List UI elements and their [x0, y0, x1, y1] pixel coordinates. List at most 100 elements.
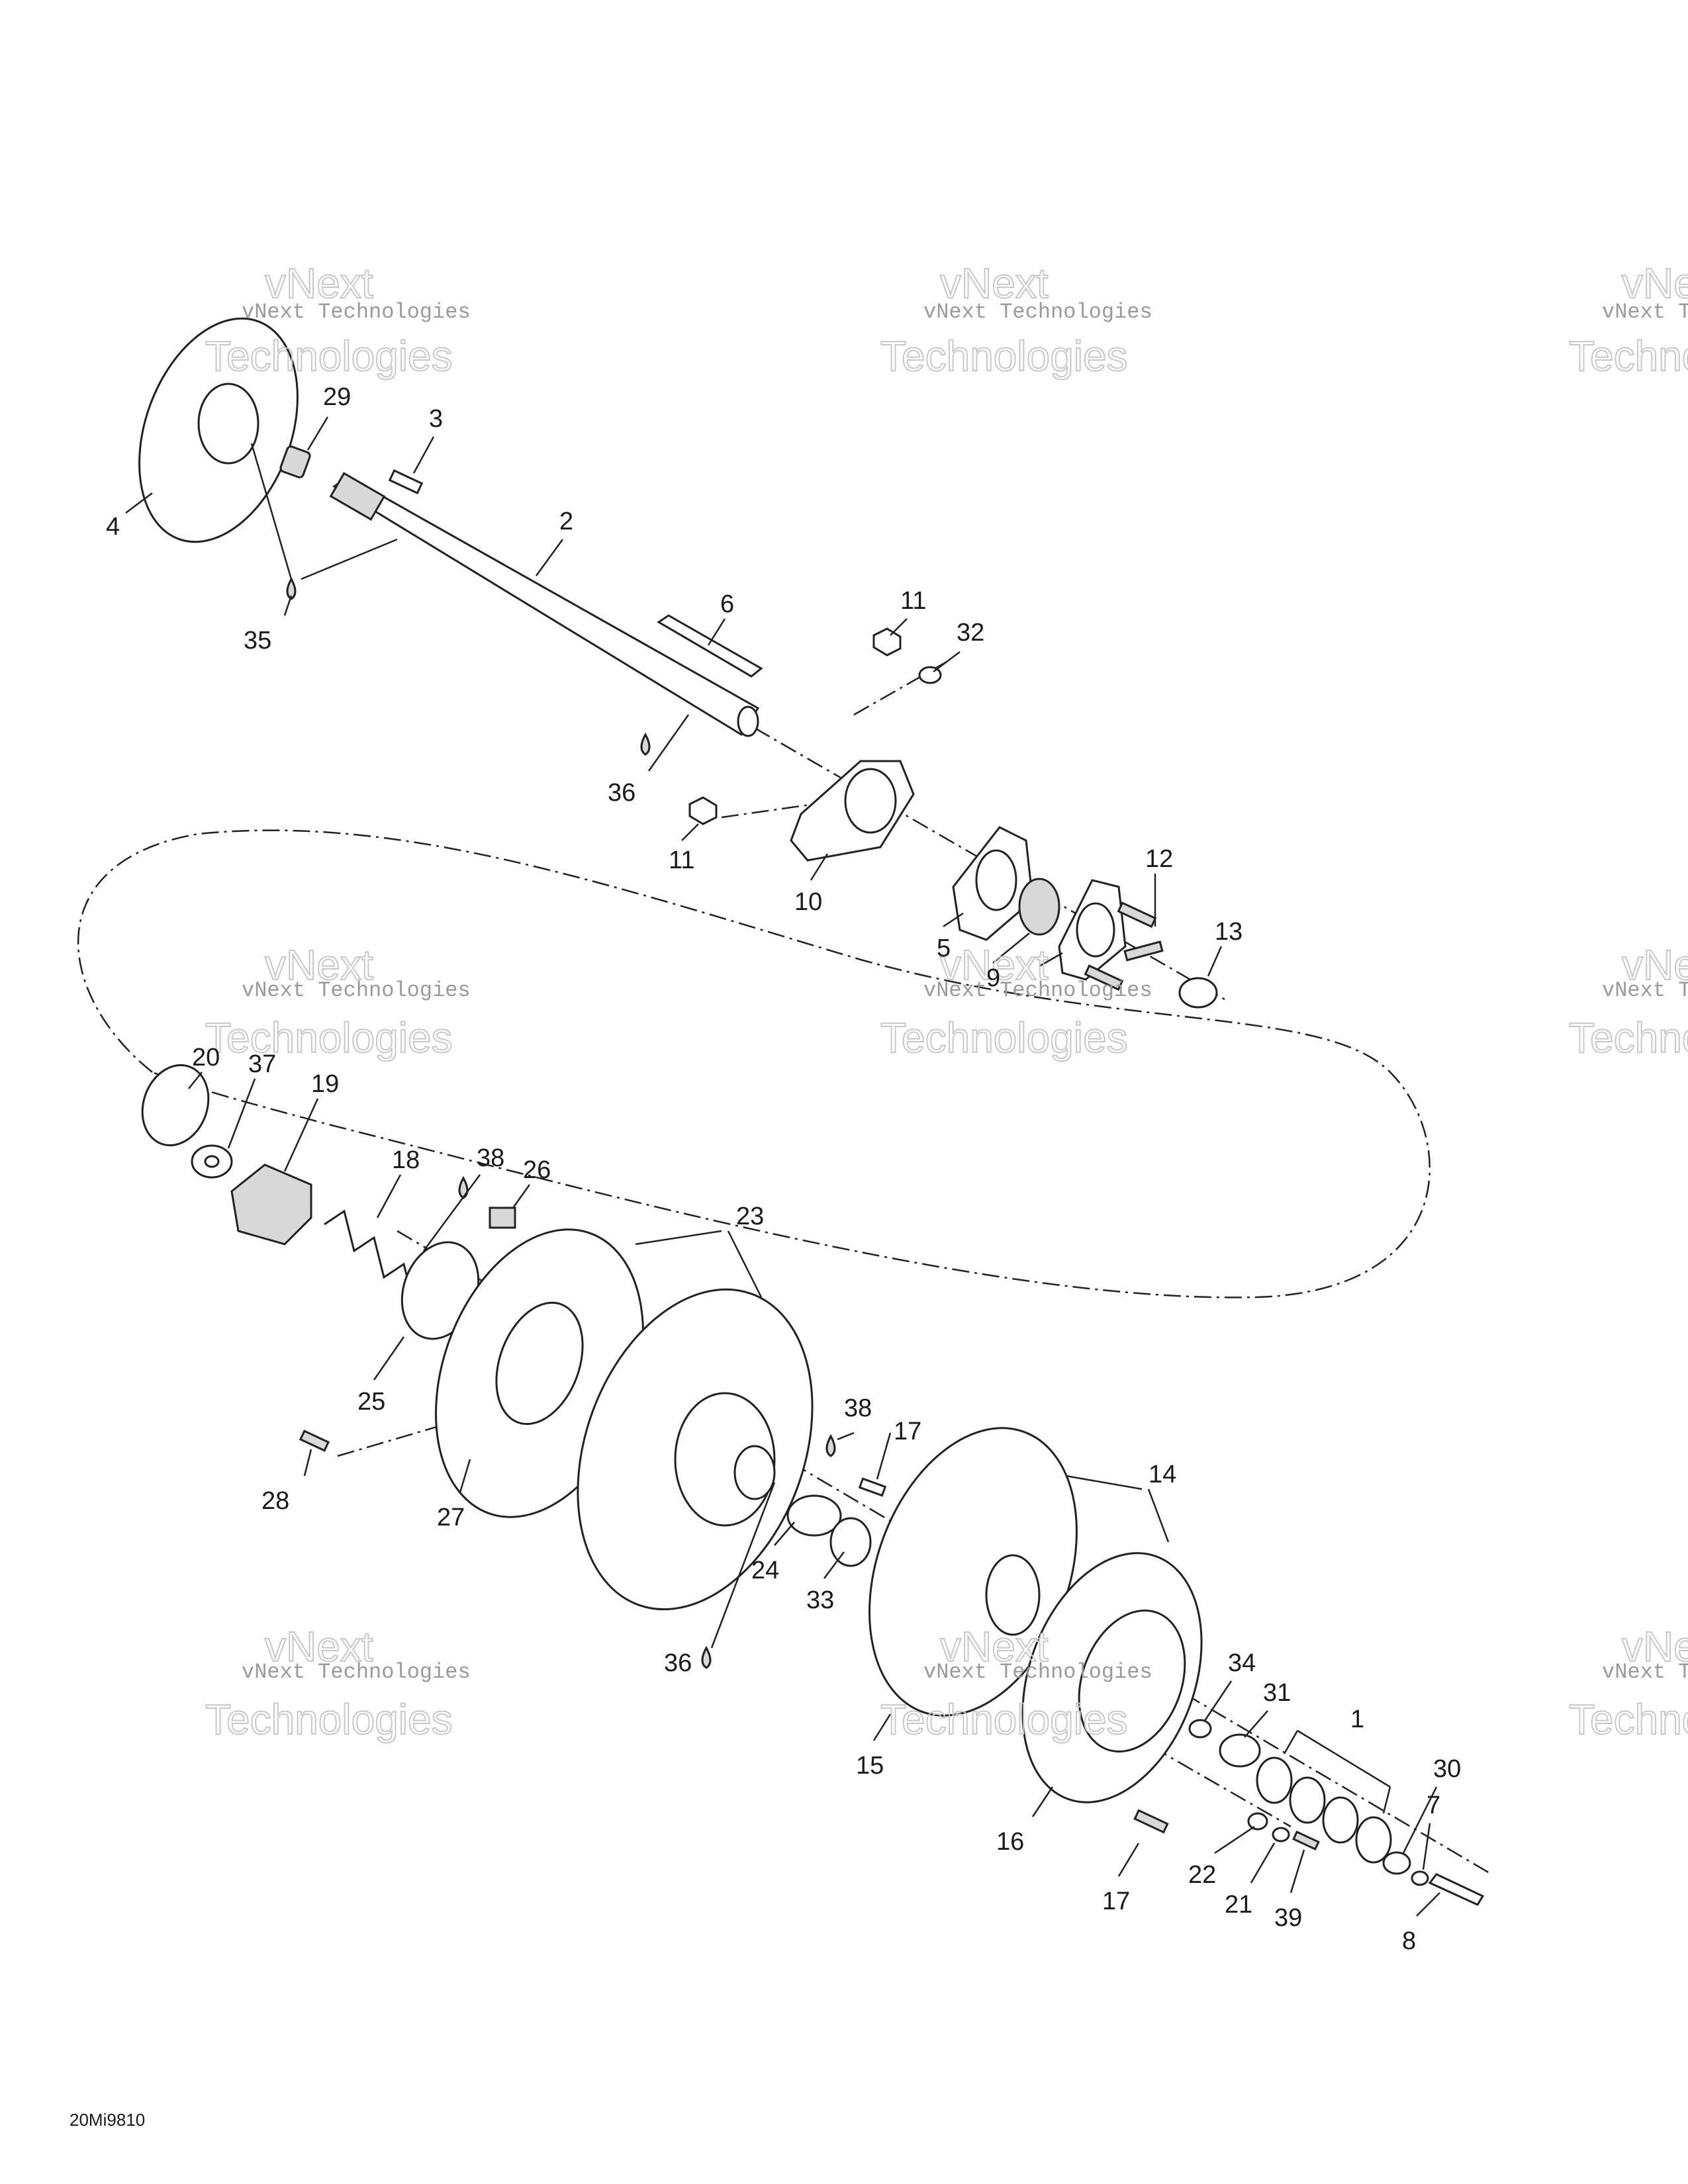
- part-37-bore: [204, 1155, 220, 1168]
- callout-38-upper: 38: [477, 1144, 504, 1172]
- leader-17: [1117, 1843, 1140, 1877]
- part-1-shim-c: [1322, 1796, 1359, 1844]
- watermark-technologies: Technologies: [205, 1696, 453, 1743]
- callout-25: 24: [751, 1557, 779, 1584]
- leader-32: [1244, 1710, 1268, 1738]
- callout-19: 18: [392, 1146, 420, 1174]
- leader-4: [125, 492, 153, 514]
- watermark-text: vNext Technologies: [242, 978, 471, 1003]
- part-17-screw: [1133, 1809, 1169, 1834]
- watermark-text: vNext Technologies: [1602, 978, 1688, 1003]
- part-7-washer: [1411, 1870, 1429, 1886]
- callout-11-upper: 11: [900, 587, 926, 615]
- leader-11-lower: [681, 823, 699, 841]
- part-9-bearing: [1018, 878, 1060, 936]
- leader-1a: [1283, 1730, 1299, 1754]
- leader-9: [992, 933, 1030, 964]
- leader-19: [376, 1174, 402, 1218]
- callout-33: 32: [957, 619, 984, 647]
- watermark-text: vNext Technologies: [1602, 300, 1688, 324]
- watermark-vnext: vNext: [1622, 941, 1688, 989]
- leader-36-lower: [710, 1482, 776, 1649]
- leader-28: [459, 1459, 471, 1493]
- part-2-splines: [329, 472, 386, 521]
- lubricant-drop-icon: [458, 1175, 469, 1199]
- part-3-key: [388, 469, 424, 494]
- callout-37: 37: [248, 1050, 276, 1078]
- watermark-text: vNext Technologies: [242, 1660, 471, 1684]
- part-12-bolt-a: [1117, 901, 1157, 929]
- part-27-slider: [489, 1206, 516, 1229]
- lubricant-drop-icon: [701, 1645, 712, 1669]
- part-11-nut-lower: [688, 796, 718, 825]
- lubricant-drop-icon: [286, 576, 297, 600]
- watermark-text: vNext Technologies: [1602, 1660, 1688, 1684]
- callout-20: 19: [311, 1070, 339, 1098]
- leader-10: [810, 853, 829, 881]
- leader-5b: [1039, 952, 1063, 968]
- part-4-hub: [197, 383, 259, 465]
- watermark-vnext: vNext: [1622, 1623, 1688, 1670]
- leader-3: [412, 436, 435, 474]
- axis-11-33: [853, 660, 947, 716]
- leader-36: [283, 595, 293, 616]
- leader-11-upper: [890, 618, 908, 636]
- leader-5: [943, 912, 964, 928]
- callout-30: 29: [323, 383, 351, 411]
- watermark-vnext: vNext: [265, 941, 373, 989]
- part-20-spider: [230, 1163, 312, 1246]
- callout-7: 7: [1427, 1792, 1440, 1819]
- watermark-vnext: vNext: [940, 941, 1049, 989]
- part-6-key: [657, 614, 763, 678]
- leader-1c: [1382, 1786, 1391, 1814]
- callout-28: 27: [437, 1504, 465, 1531]
- lubricant-drop-icon: [640, 732, 651, 756]
- part-2-shaft-end: [737, 705, 759, 737]
- drawing-code: 20Mi9810: [70, 2110, 145, 2130]
- leader-34: [823, 1551, 845, 1579]
- part-34-washer: [829, 1517, 872, 1567]
- callout-32: 31: [1263, 1679, 1291, 1707]
- callout-8: 8: [1402, 1927, 1416, 1955]
- leader-8: [1416, 1892, 1440, 1917]
- leader-1b: [1297, 1729, 1391, 1788]
- leader-37: [227, 1078, 256, 1149]
- part-32-bushing: [1219, 1733, 1261, 1768]
- part-23-washer: [1247, 1812, 1268, 1831]
- part-1-shim-a: [1256, 1756, 1293, 1804]
- part-10-bore: [844, 768, 897, 834]
- callout-29: 28: [261, 1487, 289, 1515]
- lubricant-drop-icon: [825, 1433, 836, 1457]
- callout-12: 12: [1145, 845, 1173, 873]
- leader-29: [303, 1449, 312, 1477]
- watermark-vnext: vNext: [940, 1623, 1049, 1670]
- part-11-nut-upper: [872, 627, 902, 657]
- leader-14b: [1147, 1488, 1170, 1543]
- callout-21: 20: [192, 1044, 220, 1071]
- callout-35: 34: [1228, 1649, 1256, 1677]
- part-1-shim-d: [1355, 1816, 1392, 1864]
- leader-23: [1214, 1825, 1255, 1854]
- callout-6: 6: [720, 590, 734, 618]
- callout-1: 1: [1350, 1706, 1364, 1733]
- leader-38-lower: [837, 1432, 855, 1441]
- callout-24: 23: [736, 1203, 764, 1230]
- leader-20: [283, 1098, 319, 1172]
- leader-27: [512, 1184, 531, 1208]
- callout-4: 4: [106, 513, 120, 541]
- callout-36-mid: 36: [608, 779, 635, 807]
- part-39-screw: [1292, 1830, 1320, 1851]
- part-8-bolt: [1428, 1873, 1485, 1906]
- part-15-hub: [985, 1554, 1041, 1636]
- part-31-washer: [1382, 1851, 1411, 1875]
- leader-31: [1402, 1786, 1438, 1854]
- part-5-bore: [975, 849, 1017, 911]
- leader-36c: [250, 443, 293, 580]
- watermark-technologies: Technologies: [880, 332, 1128, 380]
- callout-5: 5: [937, 934, 951, 962]
- callout-39: 39: [1274, 1904, 1302, 1932]
- callout-38-lower: 38: [844, 1394, 872, 1422]
- part-30-plug: [279, 445, 311, 478]
- drive-belt-path: [77, 829, 1430, 1298]
